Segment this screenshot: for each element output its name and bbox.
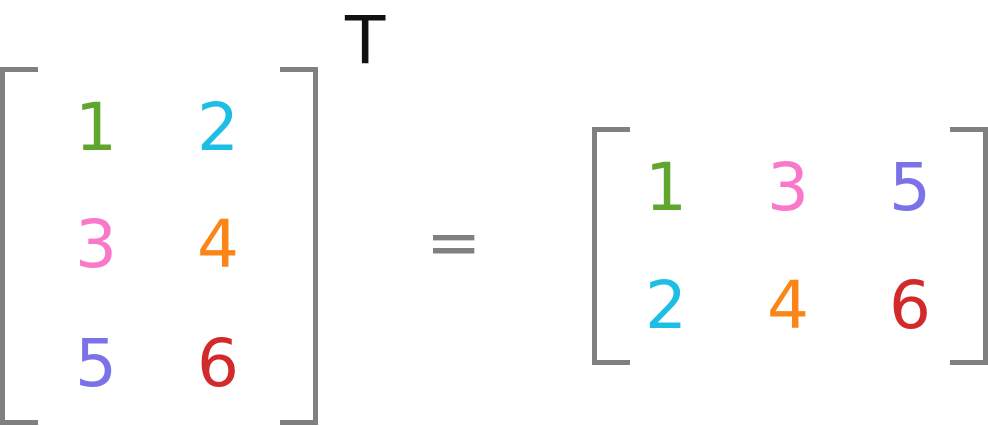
right-cell-r2c1: 2 — [645, 267, 687, 344]
right-matrix-close-bracket — [950, 127, 988, 365]
transpose-superscript: T — [345, 2, 386, 79]
left-cell-r3c1: 5 — [75, 325, 117, 402]
right-matrix-open-bracket — [592, 127, 630, 365]
left-cell-r3c2: 6 — [197, 325, 239, 402]
right-cell-r2c2: 4 — [767, 267, 809, 344]
right-cell-r1c1: 1 — [645, 149, 687, 226]
right-cell-r2c3: 6 — [889, 267, 931, 344]
left-matrix-open-bracket — [0, 67, 38, 425]
equals-sign: = — [426, 204, 482, 281]
left-cell-r1c2: 2 — [197, 89, 239, 166]
left-cell-r1c1: 1 — [75, 89, 117, 166]
left-cell-r2c1: 3 — [75, 206, 117, 283]
right-cell-r1c2: 3 — [767, 149, 809, 226]
left-cell-r2c2: 4 — [197, 206, 239, 283]
left-matrix-close-bracket — [280, 67, 318, 425]
right-cell-r1c3: 5 — [889, 149, 931, 226]
